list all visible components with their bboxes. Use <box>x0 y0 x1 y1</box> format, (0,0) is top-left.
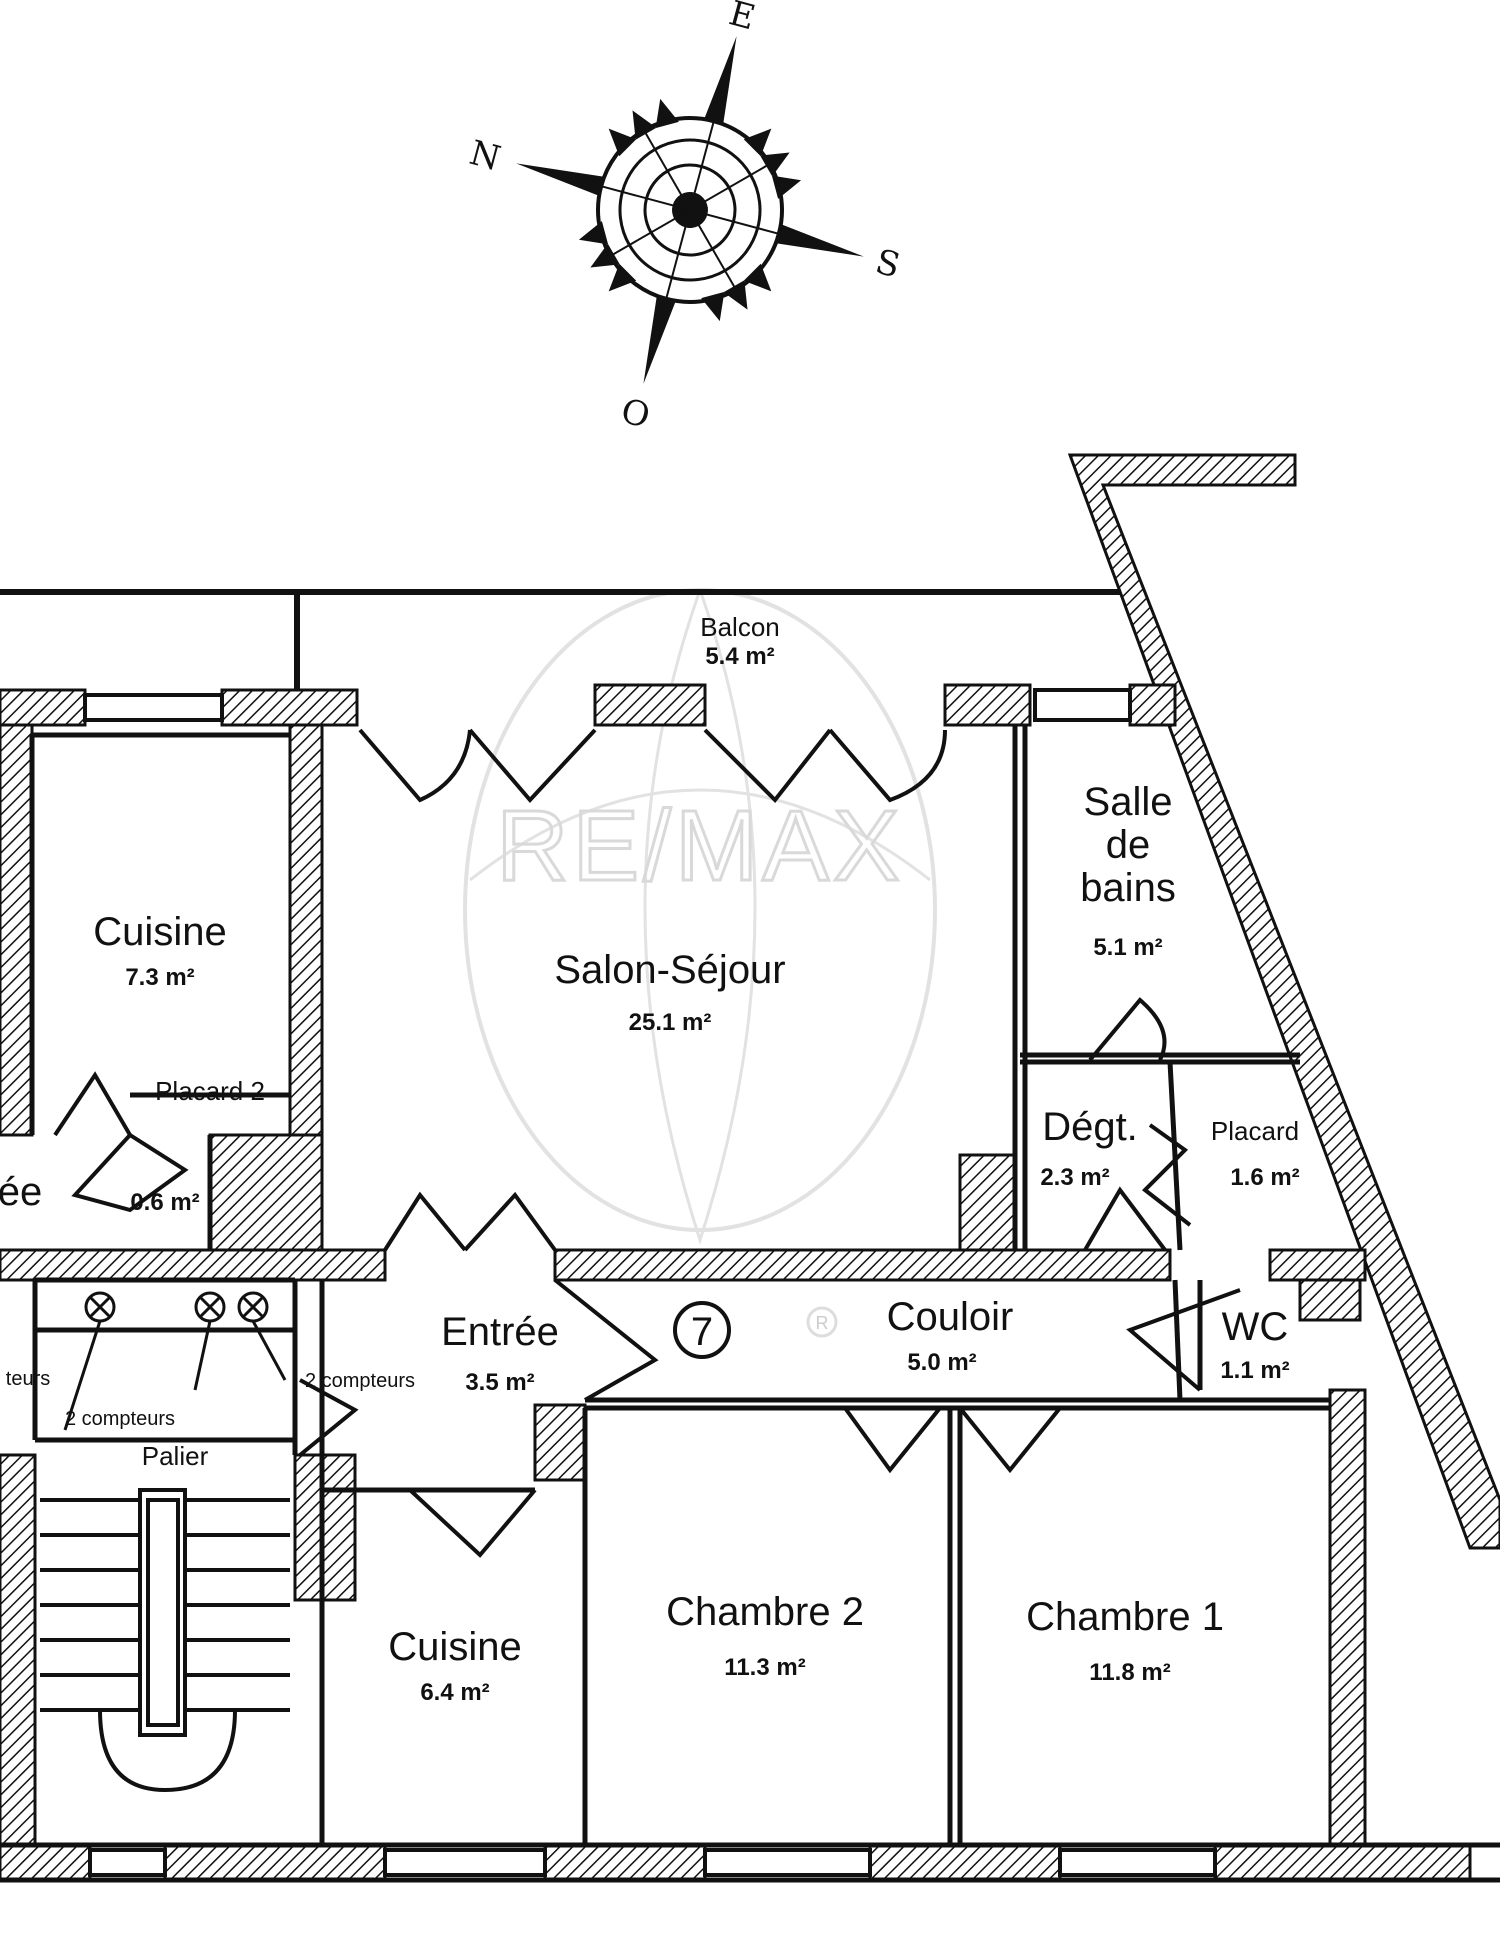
cuisine-top-name: Cuisine <box>93 910 226 954</box>
cuisine-top-area: 7.3 m² <box>125 964 194 991</box>
wc-area: 1.1 m² <box>1220 1357 1289 1384</box>
degt-area: 2.3 m² <box>1040 1164 1109 1191</box>
compass-west-label: O <box>617 391 654 437</box>
walls <box>0 683 1472 1882</box>
door-swings <box>53 728 1241 1558</box>
windows <box>83 688 1217 1877</box>
placard-right-area: 1.6 m² <box>1230 1164 1299 1191</box>
compass-rose-icon: E O S N <box>465 0 904 437</box>
compass-east-label: E <box>725 0 759 38</box>
placard-2-label: Placard 2 <box>155 1076 265 1106</box>
couloir-area: 5.0 m² <box>907 1349 976 1376</box>
registered-mark: R <box>816 1313 829 1333</box>
meter-left-label: teurs <box>6 1368 50 1390</box>
apartment-number: 7 <box>691 1310 713 1354</box>
cuisine-bottom-name: Cuisine <box>388 1625 521 1669</box>
cuisine-bottom-area: 6.4 m² <box>420 1679 489 1706</box>
entree-fragment-label: ée <box>0 1170 42 1214</box>
sdb-line2: de <box>1106 823 1151 867</box>
sdb-line1: Salle <box>1084 780 1173 824</box>
couloir-name: Couloir <box>887 1295 1014 1339</box>
watermark: RE/MAX <box>463 588 937 1245</box>
chambre1-area: 11.8 m² <box>1089 1659 1170 1686</box>
entree-area: 3.5 m² <box>465 1369 534 1396</box>
apartment-number-badge: 7 R <box>673 1301 838 1359</box>
room-labels: Balcon 5.4 m² Cuisine 7.3 m² Placard 2 é… <box>0 612 1300 1706</box>
watermark-text: RE/MAX <box>496 790 903 902</box>
sdb-area: 5.1 m² <box>1093 934 1162 961</box>
compass-south-label: S <box>871 242 904 287</box>
sdb-line3: bains <box>1080 866 1176 910</box>
partitions <box>0 725 1500 1883</box>
chambre1-name: Chambre 1 <box>1026 1595 1224 1639</box>
entree-name: Entrée <box>441 1310 559 1354</box>
salon-name: Salon-Séjour <box>554 948 785 992</box>
stairwell <box>40 1488 290 1793</box>
chambre2-name: Chambre 2 <box>666 1590 864 1634</box>
palier-name: Palier <box>142 1441 209 1471</box>
compass-north-label: N <box>465 133 504 179</box>
balcony-outline <box>0 589 1140 690</box>
diagonal-exterior-wall <box>1067 453 1500 1550</box>
wc-name: WC <box>1222 1305 1289 1349</box>
salon-area: 25.1 m² <box>629 1009 712 1036</box>
balcon-name: Balcon <box>700 612 780 642</box>
meter-right-label: 2 compteurs <box>305 1370 415 1392</box>
meter-symbols <box>63 1291 287 1431</box>
placard-small-area: 0.6 m² <box>130 1189 199 1216</box>
degt-name: Dégt. <box>1042 1105 1138 1149</box>
balcon-area: 5.4 m² <box>705 643 774 670</box>
chambre2-area: 11.3 m² <box>724 1654 805 1681</box>
meter-under-label: 2 compteurs <box>65 1408 175 1430</box>
placard-right-name: Placard <box>1211 1116 1299 1146</box>
